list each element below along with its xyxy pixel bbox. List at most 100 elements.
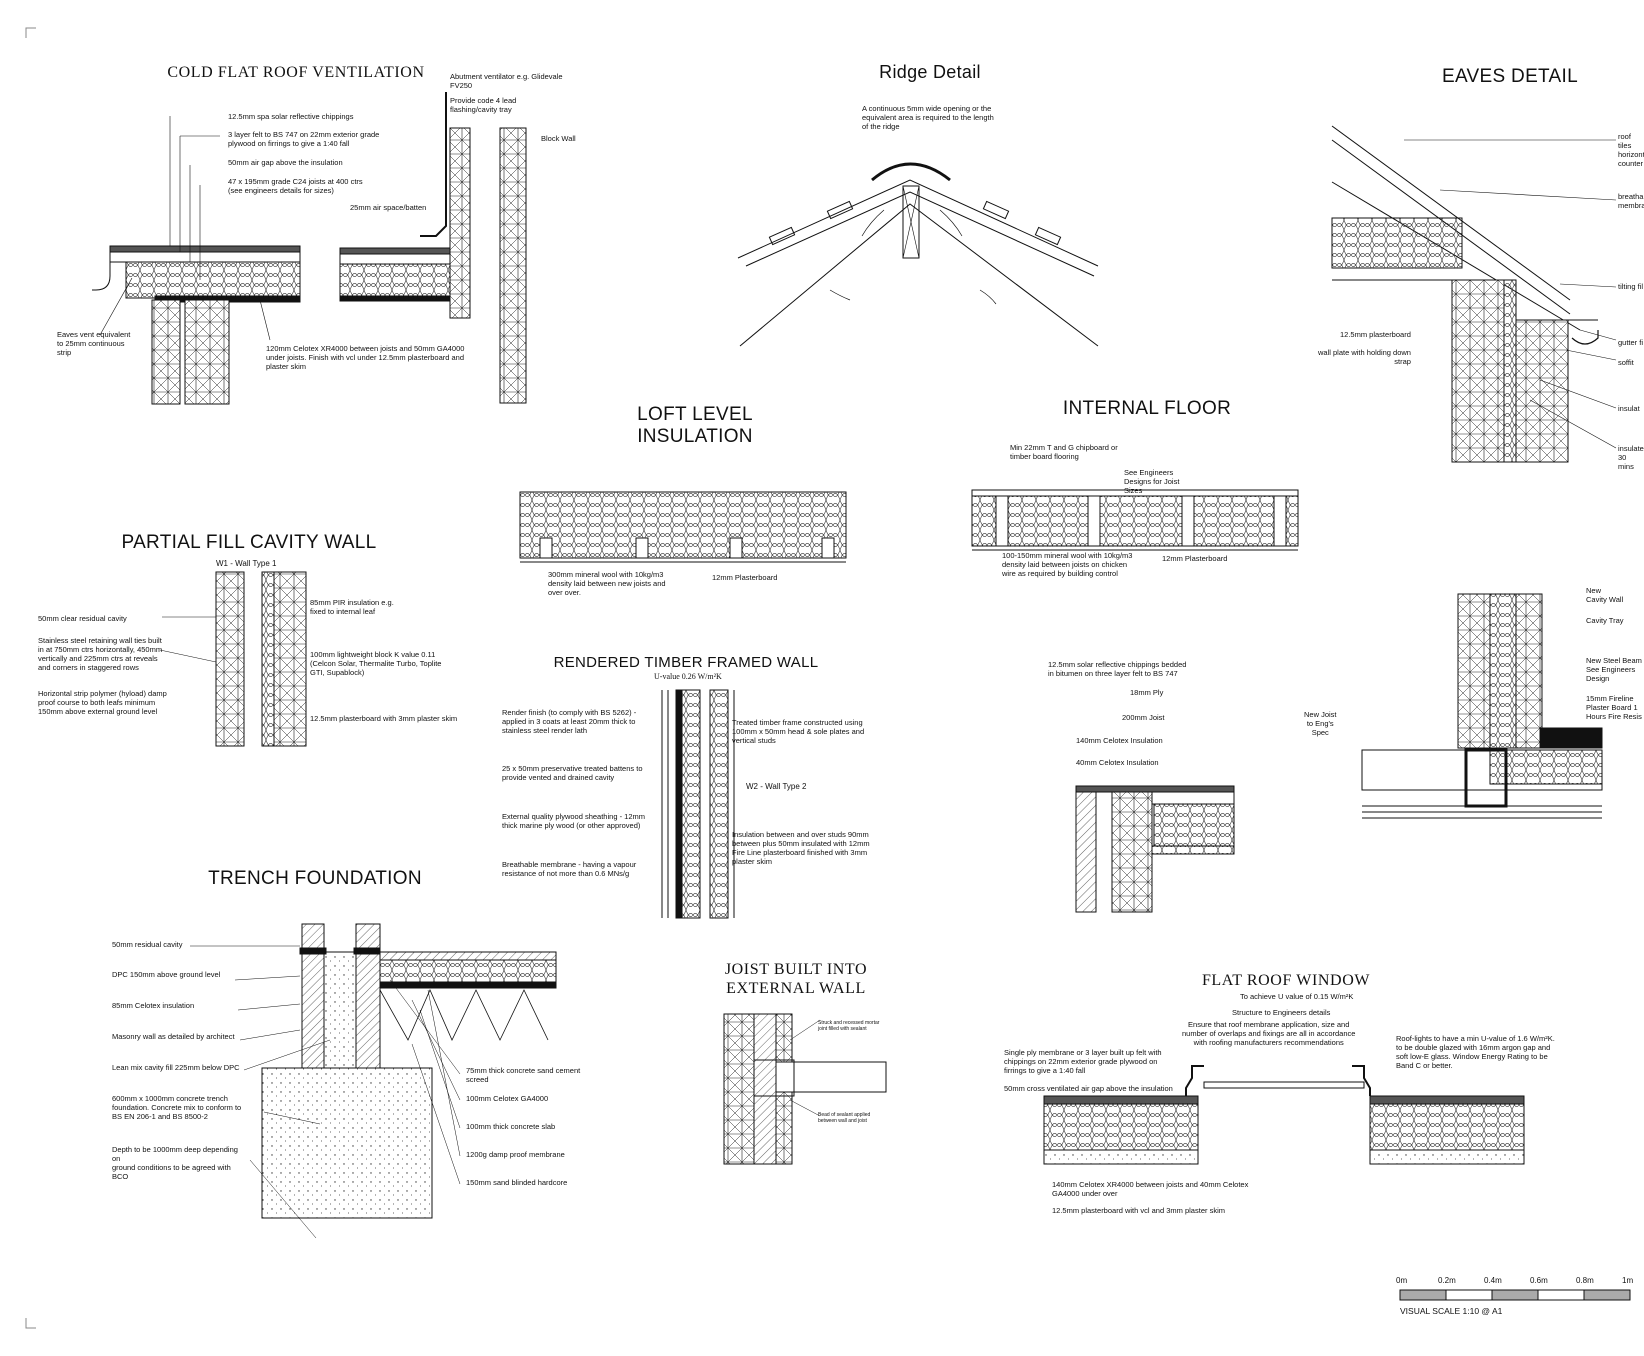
- rt-frame: Treated timber frame constructed using 1…: [732, 718, 865, 745]
- label-airgap: 50mm air gap above the insulation: [228, 158, 343, 167]
- frs-joist: 200mm Joist: [1122, 713, 1165, 722]
- internal-floor-drawing: [972, 490, 1298, 550]
- label-celotex: 120mm Celotex XR4000 between joists and …: [266, 344, 465, 371]
- scale-tick: 0.2m: [1438, 1276, 1456, 1285]
- steel-beam-drawing: [1362, 594, 1602, 818]
- scale-tick: 0m: [1396, 1276, 1408, 1285]
- joist-wall-title: JOIST BUILT INTO EXTERNAL WALL: [724, 961, 868, 997]
- label-abutment: Abutment ventilator e.g. Glidevale FV250: [450, 72, 563, 90]
- frw-uvalue: To achieve U value of 0.15 W/m²K: [1240, 992, 1354, 1001]
- jw-sealant: Bead of sealant applied between wall and…: [818, 1112, 871, 1124]
- tr-dpc: DPC 150mm above ground level: [112, 970, 221, 979]
- ridge-title: Ridge Detail: [879, 62, 981, 82]
- frw-rooflights: Roof-lights to have a min U-value of 1.6…: [1396, 1034, 1555, 1070]
- sb-joist: New Joist to Eng's Spec: [1304, 710, 1337, 737]
- frw-airgap: 50mm cross ventilated air gap above the …: [1004, 1084, 1173, 1093]
- loft-drawing: [520, 492, 846, 562]
- scale-tick: 0.8m: [1576, 1276, 1594, 1285]
- sb-tray: Cavity Tray: [1586, 616, 1624, 625]
- flat-roof-window-drawing: [1044, 1066, 1524, 1164]
- pf-plaster: 12.5mm plasterboard with 3mm plaster ski…: [310, 714, 458, 723]
- eaves-breathable: breatha membra: [1618, 192, 1644, 210]
- partial-fill-drawing: [160, 572, 306, 746]
- label-chippings: 12.5mm spa solar reflective chippings: [228, 112, 354, 121]
- rendered-timber-title: RENDERED TIMBER FRAMED WALL: [553, 654, 819, 671]
- corner-marks: [26, 28, 36, 1328]
- label-lead: Provide code 4 lead flashing/cavity tray: [450, 96, 517, 114]
- pf-block: 100mm lightweight block K value 0.11 (Ce…: [310, 650, 442, 677]
- rt-membrane: Breathable membrane - having a vapour re…: [502, 860, 637, 878]
- frs-ply: 18mm Ply: [1130, 688, 1164, 697]
- scale-tick-labels: 0m 0.2m 0.4m 0.6m 0.8m 1m: [1396, 1276, 1636, 1288]
- frs-celotex40: 40mm Celotex Insulation: [1076, 758, 1159, 767]
- pf-ties: Stainless steel retaining wall ties buil…: [38, 636, 163, 672]
- frw-single-ply: Single ply membrane or 3 layer built up …: [1004, 1048, 1162, 1075]
- flat-roof-section-drawing: [1076, 786, 1234, 912]
- partial-fill-subtitle: W1 - Wall Type 1: [216, 559, 277, 568]
- eaves-soffit: soffit: [1618, 358, 1634, 367]
- eaves-wallplate: wall plate with holding down strap: [1318, 348, 1411, 366]
- floor-plasterboard: 12mm Plasterboard: [1162, 554, 1228, 563]
- cold-flat-roof-title: COLD FLAT ROOF VENTILATION: [167, 64, 425, 81]
- frw-plasterboard: 12.5mm plasterboard with vcl and 3mm pla…: [1052, 1206, 1225, 1215]
- trench-title: TRENCH FOUNDATION: [208, 868, 422, 889]
- pf-cavity: 50mm clear residual cavity: [38, 614, 127, 623]
- eaves-title: EAVES DETAIL: [1442, 66, 1578, 87]
- scale-tick: 0.4m: [1484, 1276, 1502, 1285]
- tr-trench: 600mm x 1000mm concrete trench foundatio…: [112, 1094, 242, 1121]
- sb-cavity: New Cavity Wall: [1586, 586, 1624, 604]
- eaves-plasterboard: 12.5mm plasterboard: [1340, 330, 1411, 339]
- rt-battens: 25 x 50mm preservative treated battens t…: [502, 764, 643, 782]
- frw-membrane-note: Ensure that roof membrane application, s…: [1182, 1020, 1356, 1047]
- scale-label: VISUAL SCALE 1:10 @ A1: [1400, 1306, 1503, 1316]
- label-airspace: 25mm air space/batten: [350, 203, 427, 212]
- label-blockwall: Block Wall: [541, 134, 576, 143]
- label-felt: 3 layer felt to BS 747 on 22mm exterior …: [228, 130, 380, 148]
- loft-title: LOFT LEVEL INSULATION: [637, 404, 753, 447]
- pf-pir: 85mm PIR insulation e.g. fixed to intern…: [310, 598, 394, 616]
- sb-fireline: 15mm Fireline Plaster Board 1 Hours Fire…: [1586, 694, 1642, 721]
- label-joists: 47 x 195mm grade C24 joists at 400 ctrs …: [228, 177, 363, 195]
- cold-flat-roof-drawing: [92, 92, 526, 404]
- rt-plywood: External quality plywood sheathing - 12m…: [502, 812, 645, 830]
- joist-wall-drawing: [724, 1014, 886, 1164]
- trench-drawing: [190, 924, 556, 1238]
- tr-screed: 75mm thick concrete sand cement screed: [466, 1066, 581, 1084]
- partial-fill-title: PARTIAL FILL CAVITY WALL: [121, 532, 377, 553]
- eaves-insulat: insulat: [1618, 404, 1640, 413]
- ridge-note: A continuous 5mm wide opening or the equ…: [862, 104, 994, 131]
- rendered-timber-uvalue: U-value 0.26 W/m²K: [654, 672, 722, 681]
- rendered-timber-drawing: [662, 690, 734, 918]
- rt-insulation: Insulation between and over studs 90mm b…: [732, 830, 870, 866]
- rt-render: Render finish (to comply with BS 5262) -…: [502, 708, 637, 735]
- scale-bar: [1400, 1290, 1630, 1300]
- frw-celotex: 140mm Celotex XR4000 between joists and …: [1052, 1180, 1249, 1198]
- loft-plasterboard: 12mm Plasterboard: [712, 573, 778, 582]
- eaves-drawing: [1332, 126, 1616, 462]
- eaves-rooftiles: roof tiles horizont counter: [1618, 132, 1644, 168]
- eaves-insulat30: insulate 30 mins: [1618, 444, 1644, 471]
- tr-residual: 50mm residual cavity: [112, 940, 183, 949]
- tr-dpm: 1200g damp proof membrane: [466, 1150, 565, 1159]
- pf-dpc: Horizontal strip polymer (hyload) damp p…: [38, 689, 167, 716]
- eaves-tilting: tilting fil: [1618, 282, 1644, 291]
- ridge-drawing: [738, 164, 1098, 346]
- scale-tick: 0.6m: [1530, 1276, 1548, 1285]
- tr-depth: Depth to be 1000mm deep depending on gro…: [112, 1145, 238, 1181]
- scale-tick: 1m: [1622, 1276, 1634, 1285]
- internal-floor-title: INTERNAL FLOOR: [1062, 398, 1232, 419]
- eaves-gutter: gutter fi: [1618, 338, 1644, 347]
- tr-slab: 100mm thick concrete slab: [466, 1122, 556, 1131]
- loft-mineral: 300mm mineral wool with 10kg/m3 density …: [548, 570, 666, 597]
- jw-mortar: Struck and recessed mortar joint filled …: [818, 1020, 880, 1032]
- floor-engineers: See Engineers Designs for Joist Sizes: [1124, 468, 1180, 495]
- frs-celotex140: 140mm Celotex Insulation: [1076, 736, 1163, 745]
- rendered-timber-walltype: W2 - Wall Type 2: [746, 782, 807, 791]
- sb-beam: New Steel Beam See Engineers Design: [1586, 656, 1642, 683]
- flat-roof-window-title: FLAT ROOF WINDOW: [1201, 972, 1371, 989]
- label-eaves-vent: Eaves vent equivalent to 25mm continuous…: [57, 330, 131, 357]
- floor-chipboard: Min 22mm T and G chipboard or timber boa…: [1010, 443, 1118, 461]
- tr-hardcore: 150mm sand blinded hardcore: [466, 1178, 568, 1187]
- floor-mineral: 100-150mm mineral wool with 10kg/m3 dens…: [1002, 551, 1133, 578]
